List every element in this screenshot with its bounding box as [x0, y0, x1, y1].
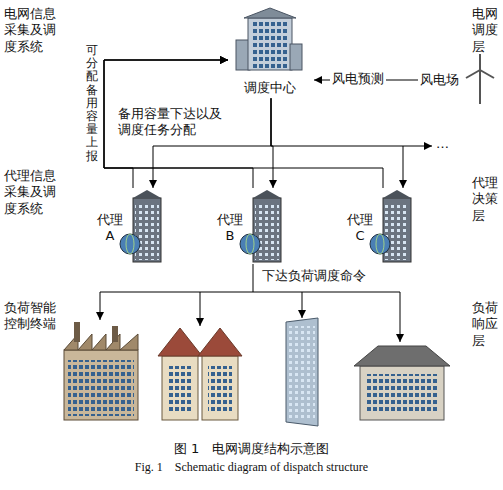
load-command-wires: [100, 292, 400, 293]
node-label: 代理 C: [345, 212, 375, 245]
dispatch-building: [248, 18, 292, 70]
agent-building: [385, 202, 409, 260]
layer-system-label: 负荷智能控制终端: [4, 300, 58, 333]
load-command-wires: [200, 292, 201, 326]
factory: [74, 322, 80, 342]
node-label: 代理 B: [215, 212, 245, 245]
load-command-wires: [100, 292, 101, 320]
factory: [64, 350, 138, 420]
factory: [64, 322, 138, 420]
houses: [208, 366, 232, 412]
dispatch-branch: [403, 146, 432, 147]
wind-turbine: [479, 70, 481, 104]
dispatch-building: [290, 44, 302, 70]
agent-building: [133, 190, 161, 198]
wind-turbine: [466, 54, 494, 104]
houses: [158, 328, 202, 356]
node-label: 代理 A: [95, 212, 125, 245]
villa: [360, 366, 444, 420]
agent-building: [240, 234, 260, 254]
wind-turbine: [466, 70, 480, 78]
office-tower: [289, 326, 315, 418]
layer-name: 负荷响应层: [472, 300, 500, 349]
agent-building: [126, 234, 134, 254]
load-command-wires: [400, 292, 401, 342]
agent-building: [246, 234, 254, 254]
connector-arrow: [271, 98, 403, 188]
connector-arrow: [104, 60, 253, 188]
node-label: 调度中心: [228, 80, 312, 96]
agent-building: [370, 234, 390, 254]
houses: [202, 356, 238, 420]
agent-building: [135, 202, 159, 260]
factory: [112, 326, 118, 342]
agent-building: [253, 198, 281, 262]
ellipsis: …: [436, 136, 460, 152]
node-label: 风电场: [418, 72, 460, 88]
office-tower: [286, 318, 318, 426]
dispatch-branch: [403, 146, 432, 147]
layer-system-label: 电网信息采集及调度系统: [4, 6, 58, 55]
villa: [366, 374, 438, 414]
layer-system-label: 代理信息采集及调度系统: [4, 168, 58, 217]
dispatch-building: [236, 8, 302, 70]
houses: [168, 366, 192, 412]
houses: [162, 356, 198, 420]
building-node: 风电场: [418, 56, 500, 106]
building-node: 代理 B: [215, 188, 287, 264]
layer-name: 电网调度层: [472, 6, 500, 55]
load-command-wires: [100, 264, 400, 342]
agent-building: [133, 198, 161, 262]
edge-label: 备用容量下达以及调度任务分配: [118, 106, 230, 139]
villa: [354, 346, 450, 420]
load-command-wires: [302, 292, 303, 318]
agent-building: [383, 190, 411, 198]
layer-name: 代理决策层: [472, 175, 500, 224]
edge-label: 风电预测: [330, 71, 386, 87]
houses: [198, 328, 242, 356]
agent-building: [255, 202, 279, 260]
agent-building: [120, 234, 140, 254]
agent-building: [253, 190, 281, 198]
wind-turbine: [480, 70, 494, 78]
building-node: 调度中心: [228, 4, 314, 98]
load-command-wires: [253, 264, 254, 292]
agent-building: [376, 234, 384, 254]
dispatch-building: [244, 8, 296, 18]
dispatch-building: [251, 22, 289, 68]
agent-building: [120, 190, 411, 262]
villa: [354, 346, 450, 366]
wind-turbine: [479, 54, 481, 70]
edge-label: 可分配备用容量上报: [86, 44, 98, 163]
houses: [158, 328, 242, 420]
english-caption: Fig. 1 Schematic diagram of dispatch str…: [0, 460, 503, 475]
office-tower: [286, 318, 318, 426]
building-node: 代理 A: [95, 188, 167, 264]
agent-building: [383, 198, 411, 262]
factory: [68, 360, 134, 416]
figure-caption: 图 1 电网调度结构示意图: [0, 440, 503, 458]
building-node: 代理 C: [345, 188, 417, 264]
command-label: 下达负荷调度命令: [262, 268, 382, 284]
